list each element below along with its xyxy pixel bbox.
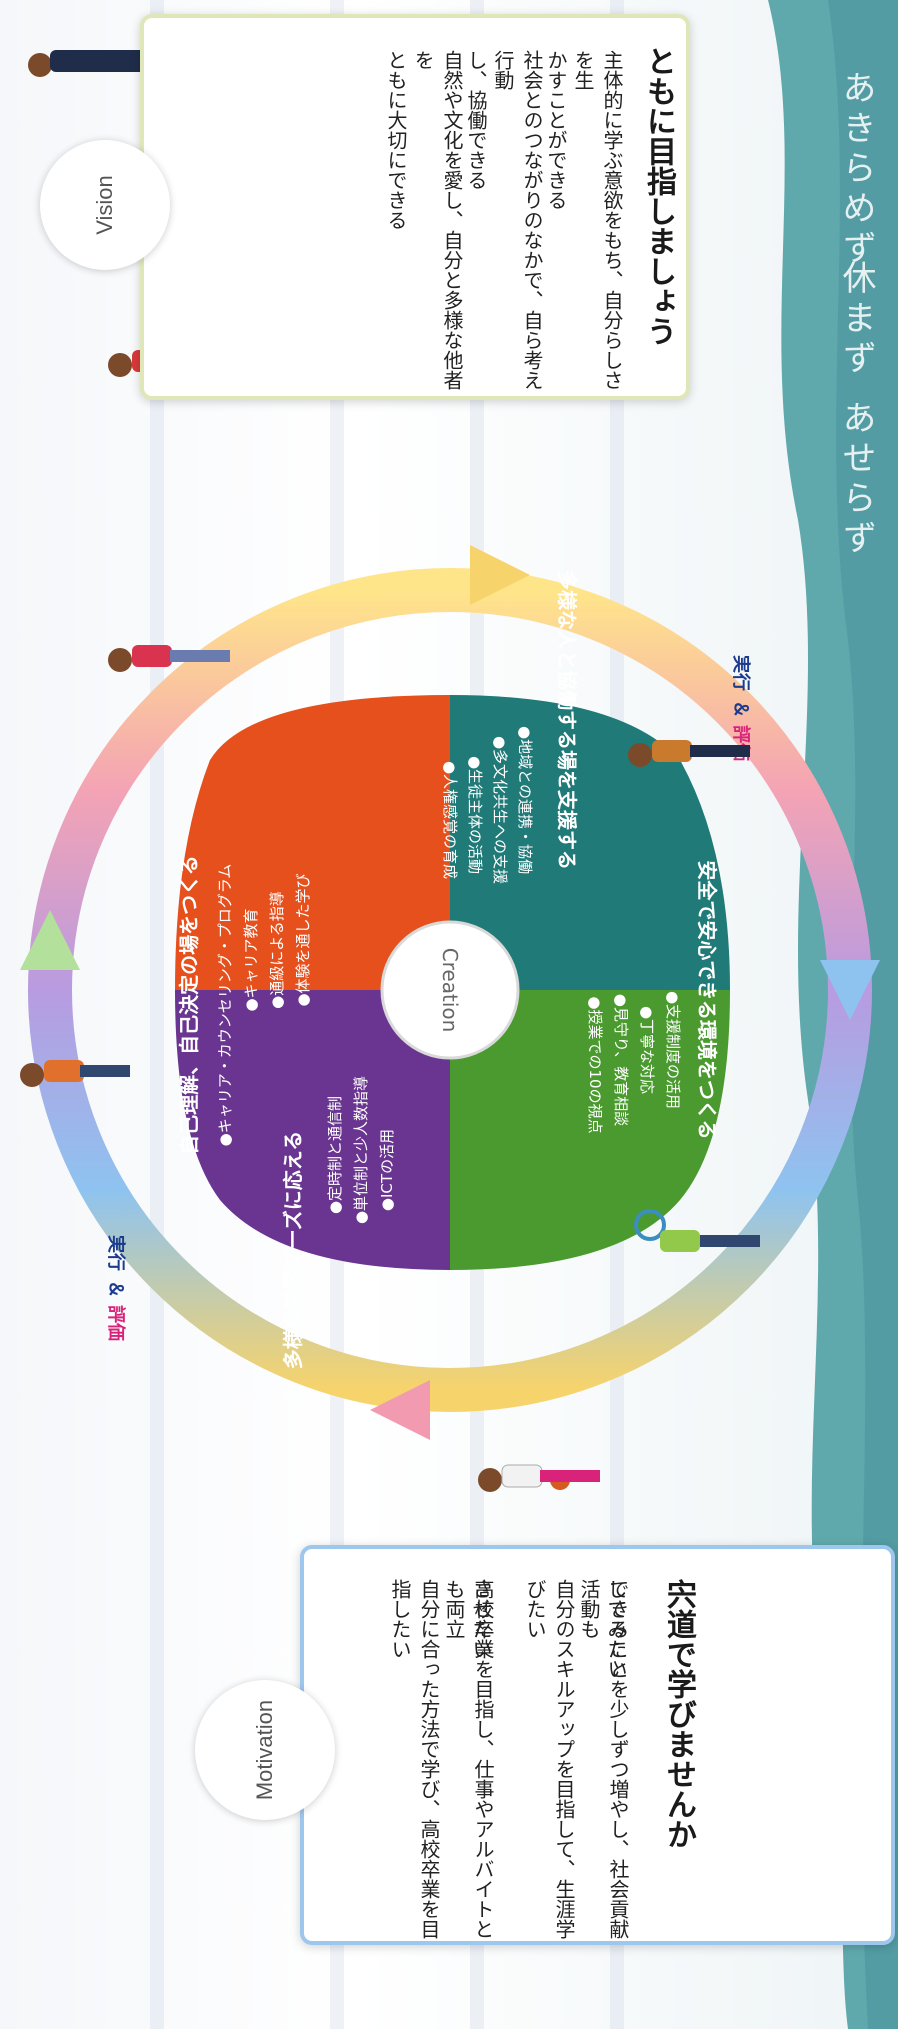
vision-card: ともに目指しましょう 主体的に学ぶ意欲をもち、自分らしさを生 かすことができる … bbox=[140, 14, 690, 400]
segment-title: 自己理解、自己決定の場をつくる bbox=[177, 855, 201, 1155]
vision-line: 社会とのつながりのなかで、自ら考え行動 bbox=[491, 50, 544, 390]
motivation-line: 自分に合った方法で学び、高校卒業を目指したい bbox=[388, 1579, 441, 1939]
segment-item: ●通級による指導 bbox=[268, 891, 286, 1009]
segment-item: ●生徒主体の活動 bbox=[466, 756, 484, 874]
motivation-line: してみたい bbox=[604, 1579, 628, 1679]
vision-title: ともに目指しましょう bbox=[641, 46, 676, 346]
vision-line: 主体的に学ぶ意欲をもち、自分らしさを生 bbox=[571, 50, 624, 390]
vision-label: Vision bbox=[92, 175, 117, 235]
segment-item: ●キャリア教育 bbox=[242, 908, 260, 1011]
segment-self-understanding bbox=[175, 695, 450, 990]
motivation-card: 宍道で学びませんか 自分に合った方法で学び、高校卒業を目指したい 高校卒業を目指… bbox=[300, 1545, 895, 1945]
vision-line: かすことができる bbox=[544, 50, 568, 210]
segment-title: 多様な学習ニーズに応える bbox=[281, 1131, 305, 1369]
segment-item: ●定時制と通信制 bbox=[326, 1096, 344, 1214]
segment-collaboration bbox=[450, 695, 730, 990]
bg-streak bbox=[150, 0, 164, 2029]
segment-item: ●授業での10の視点 bbox=[586, 996, 604, 1133]
segment-item: ●人権感覚の育成 bbox=[441, 761, 459, 879]
cycle-label-and: ＆ bbox=[730, 700, 751, 718]
vision-line: ともに大切にできる bbox=[384, 50, 408, 230]
segment-learning-needs bbox=[175, 990, 450, 1270]
segment-item: ●地域との連携・協働 bbox=[516, 726, 534, 874]
motivation-line: できることを少しずつ増やし、社会貢献活動も bbox=[577, 1579, 630, 1939]
center-circle bbox=[380, 920, 520, 1060]
cycle-label-and: ＆ bbox=[105, 1280, 126, 1298]
arrow-head bbox=[820, 960, 880, 1020]
segment-item: ●多文化共生への支援 bbox=[491, 736, 509, 884]
segment-title: 多様な人と協働する場を支援する bbox=[555, 570, 579, 870]
segment-safe-environment bbox=[450, 990, 730, 1270]
cycle-label-action: 実行 bbox=[730, 655, 752, 691]
segment-title: 安全で安心できる環境をつくる bbox=[695, 860, 719, 1139]
deco-text: あせらず bbox=[836, 400, 876, 560]
arrow-head bbox=[370, 1380, 430, 1440]
center-label: Creation bbox=[438, 948, 462, 1033]
vision-line: 自然や文化を愛し、自分と多様な他者を bbox=[411, 50, 464, 390]
motivation-badge: Motivation bbox=[195, 1680, 335, 1820]
arrow-head bbox=[470, 545, 530, 605]
segment-item: ●ICTの活用 bbox=[378, 1129, 396, 1211]
segment-item: ●支援制度の活用 bbox=[664, 991, 682, 1109]
motivation-label: Motivation bbox=[252, 1699, 277, 1801]
segment-item: ●丁寧な対応 bbox=[638, 1006, 656, 1094]
segment-item: ●キャリア・カウンセリング・プログラム bbox=[216, 864, 234, 1147]
arrow-head bbox=[20, 910, 80, 970]
segment-item: ●体験を通した学び bbox=[294, 873, 312, 1006]
motivation-title: 宍道で学びませんか bbox=[661, 1579, 696, 1849]
motivation-line: 自分のスキルアップを目指して、生涯学びたい bbox=[523, 1579, 576, 1939]
deco-text: 休まず bbox=[836, 260, 876, 380]
vision-line: し、協働できる bbox=[464, 50, 488, 190]
cycle-label-action: 実行 bbox=[105, 1235, 127, 1271]
motivation-line: させたい bbox=[469, 1579, 493, 1659]
cycle-label-evaluation: 評価 bbox=[105, 1305, 127, 1341]
motivation-line: 高校卒業を目指し、仕事やアルバイトとも両立 bbox=[442, 1579, 495, 1939]
segment-item: ●単位制と少人数指導 bbox=[352, 1076, 370, 1224]
segment-item: ●見守り、教育相談 bbox=[612, 994, 630, 1127]
deco-text: あきらめず bbox=[836, 70, 876, 270]
vision-badge: Vision bbox=[40, 140, 170, 270]
